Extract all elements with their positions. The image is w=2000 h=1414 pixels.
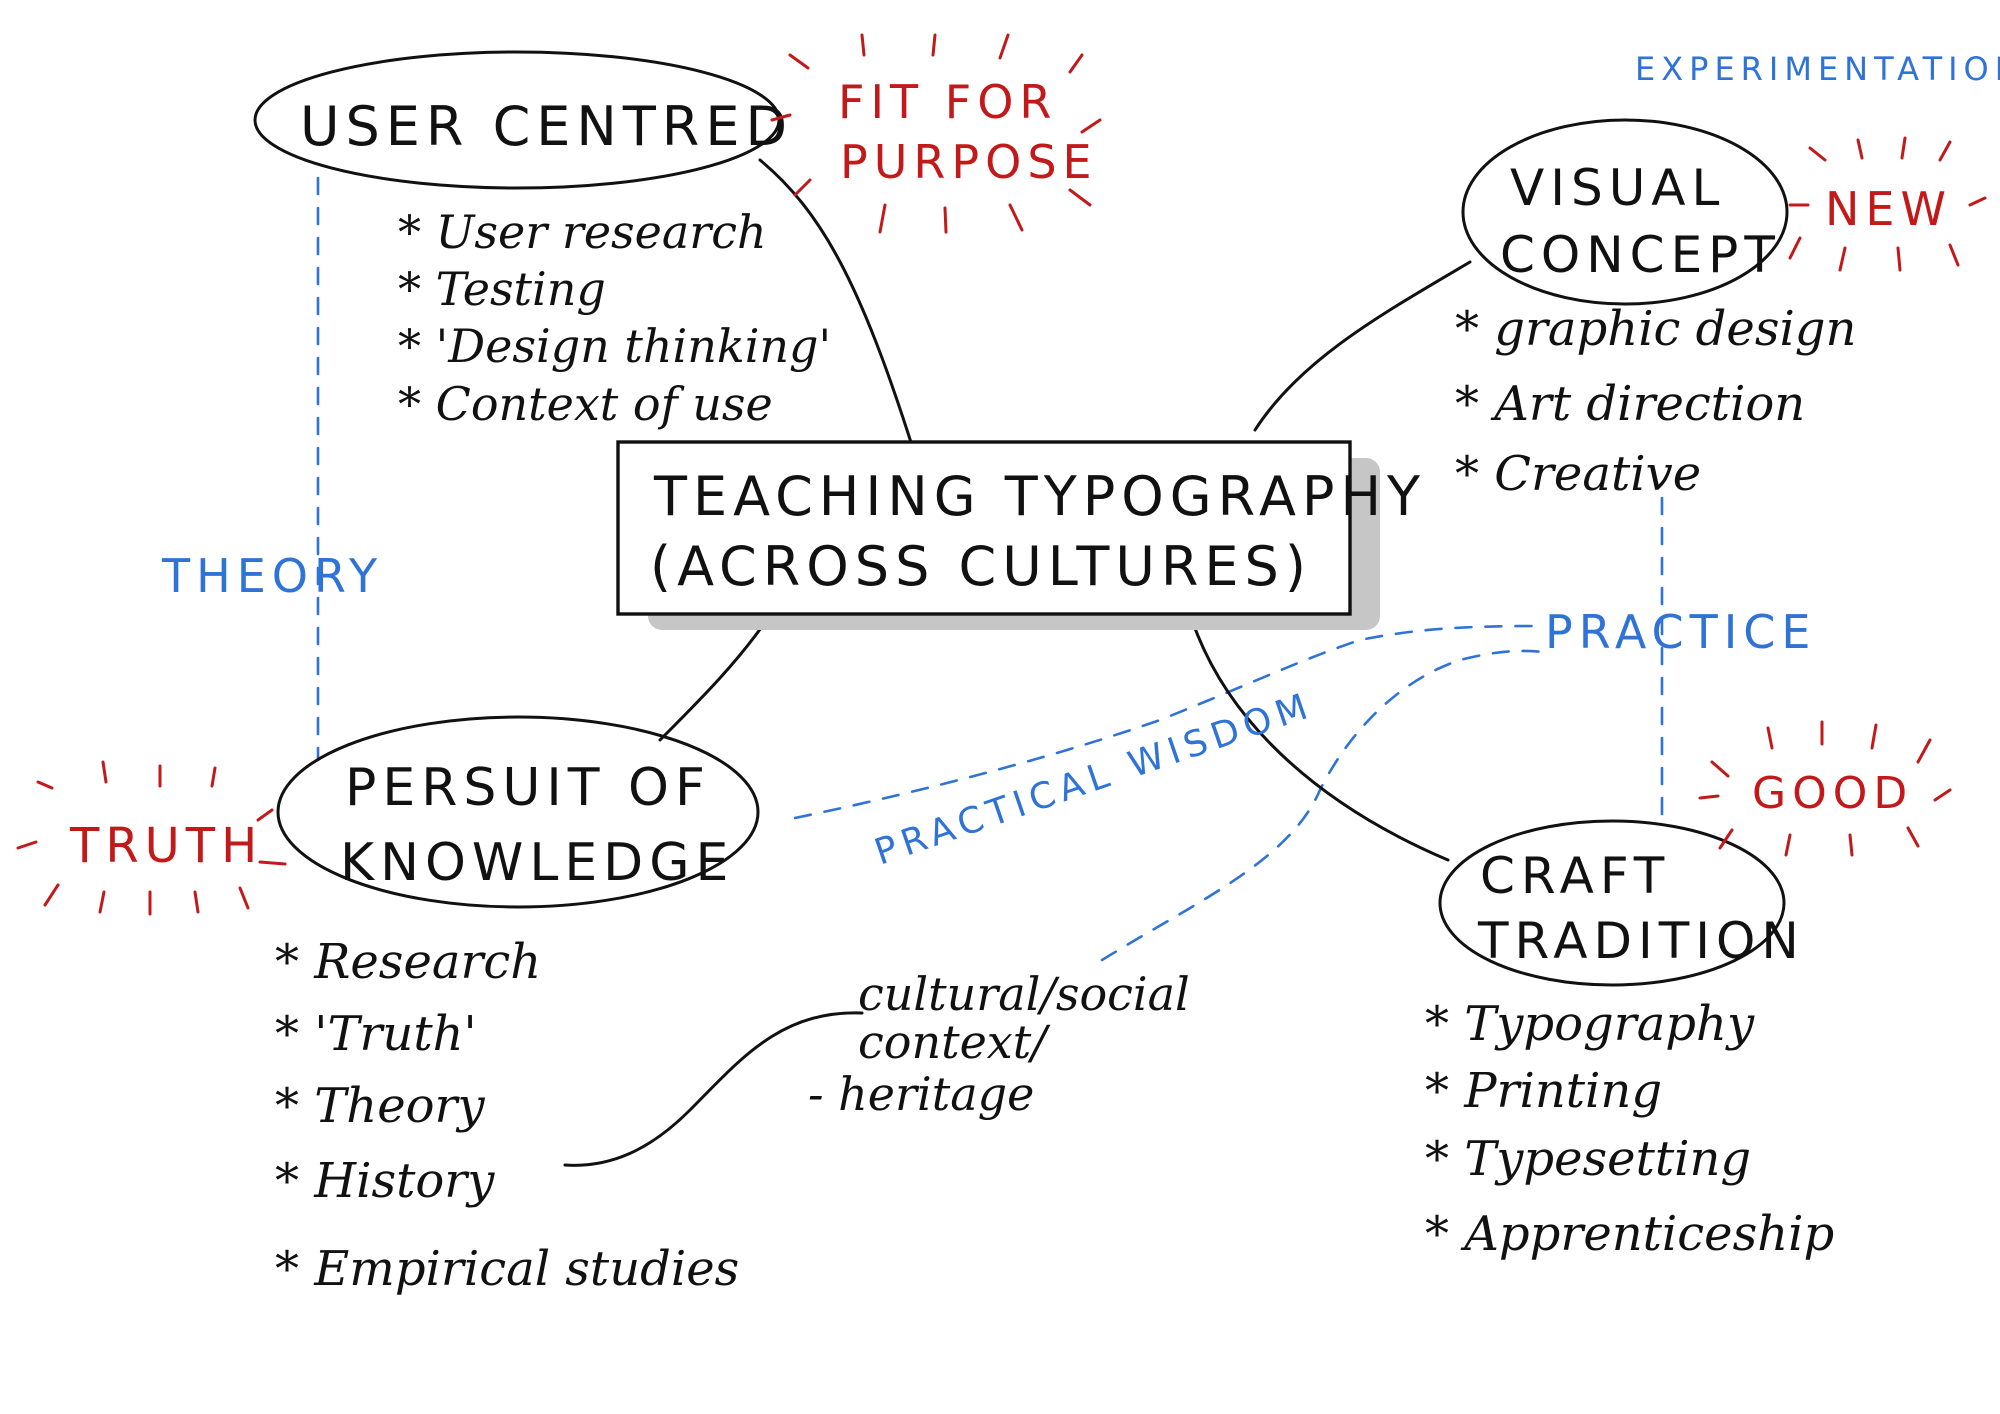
knowledge-line1: PERSUIT OF [345, 758, 711, 818]
fit-for-purpose-burst: FIT FOR PURPOSE [770, 33, 1102, 234]
theory-label: THEORY [161, 549, 383, 603]
connector-knowledge-to-center [658, 613, 772, 742]
user-centred-ellipse [253, 50, 781, 190]
craft-node: CRAFT TRADITION [1438, 819, 1805, 987]
connector-heritage-to-history [563, 1011, 864, 1167]
connector-user-centred-to-center [758, 158, 917, 457]
practical-wisdom-label: PRACTICAL WISDOM [870, 685, 1319, 874]
good-burst: GOOD [1698, 720, 1952, 857]
connector-visual-concept-to-center [1253, 260, 1472, 432]
fit-for-purpose-rays [770, 33, 1102, 234]
craft-line2: TRADITION [1477, 912, 1805, 970]
central-box-frame [616, 440, 1352, 616]
central-topic-box: TEACHING TYPOGRAPHY (ACROSS CULTURES) [616, 440, 1426, 630]
experimentation-label: EXPERIMENTATION [1635, 50, 2000, 88]
fit-for-purpose-line1: FIT FOR [838, 75, 1057, 129]
user-centred-list: * User research * Testing * 'Design thin… [398, 205, 831, 431]
list-item: * Research [275, 934, 541, 990]
craft-ellipse [1438, 819, 1786, 987]
user-centred-node: USER CENTRED [253, 50, 793, 190]
visual-concept-list: * graphic design * Art direction * Creat… [1455, 301, 1856, 502]
good-label: GOOD [1752, 768, 1913, 819]
list-item: * Typesetting [1425, 1131, 1751, 1187]
truth-label: TRUTH [69, 818, 263, 874]
list-item: * Creative [1455, 446, 1701, 502]
list-item: * graphic design [1455, 301, 1856, 357]
visual-concept-line2: CONCEPT [1500, 226, 1781, 284]
context-note-line3: - heritage [808, 1067, 1034, 1121]
user-centred-title: USER CENTRED [300, 95, 793, 158]
list-item: * Typography [1425, 996, 1755, 1052]
context-note-line1: cultural/social [858, 967, 1190, 1021]
central-topic-line2: (ACROSS CULTURES) [650, 535, 1312, 598]
new-rays [1788, 136, 1987, 272]
list-item: * Theory [275, 1078, 485, 1134]
visual-concept-ellipse [1461, 118, 1789, 306]
list-item: * Testing [398, 262, 606, 316]
list-item: * Apprenticeship [1425, 1206, 1834, 1262]
list-item: * Context of use [398, 377, 773, 431]
central-topic-line1: TEACHING TYPOGRAPHY [653, 465, 1426, 528]
truth-rays [16, 760, 287, 916]
list-item: * Empirical studies [275, 1241, 739, 1297]
list-item: * Art direction [1455, 376, 1805, 432]
visual-concept-node: VISUAL CONCEPT [1461, 118, 1789, 306]
truth-burst: TRUTH [16, 760, 287, 916]
practical-wisdom-dashed-line [793, 624, 1542, 820]
practice-label: PRACTICE [1545, 605, 1816, 659]
visual-concept-line1: VISUAL [1510, 159, 1725, 217]
list-item: * History [275, 1153, 495, 1209]
cultural-context-note: cultural/social context/ - heritage [808, 967, 1190, 1121]
list-item: * 'Truth' [275, 1006, 477, 1062]
heritage-to-practice-dashed-line [1100, 649, 1547, 962]
knowledge-list: * Research * 'Truth' * Theory * History … [275, 934, 739, 1297]
fit-for-purpose-line2: PURPOSE [840, 135, 1098, 189]
craft-list: * Typography * Printing * Typesetting * … [1425, 996, 1834, 1262]
new-label: NEW [1825, 182, 1952, 236]
connector-craft-to-center [1190, 618, 1450, 862]
good-rays [1698, 720, 1952, 857]
list-item: * 'Design thinking' [398, 319, 831, 373]
list-item: * Printing [1425, 1063, 1662, 1119]
new-burst: NEW [1788, 136, 1987, 272]
list-item: * User research [398, 205, 767, 259]
craft-line1: CRAFT [1480, 847, 1670, 905]
context-note-line2: context/ [858, 1015, 1051, 1069]
knowledge-ellipse [276, 715, 760, 909]
knowledge-node: PERSUIT OF KNOWLEDGE [276, 715, 760, 909]
knowledge-line2: KNOWLEDGE [340, 833, 734, 893]
